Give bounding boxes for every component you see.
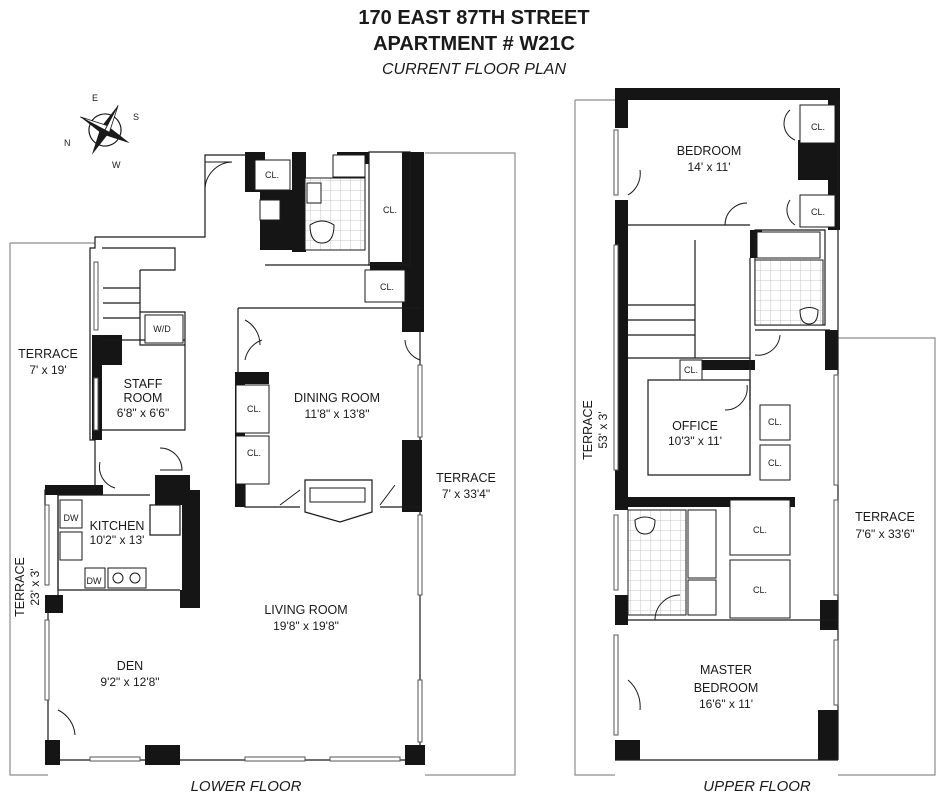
- office-label: OFFICE: [672, 419, 718, 433]
- closet-label: CL.: [247, 448, 261, 458]
- master-bedroom-label: MASTER: [700, 663, 752, 677]
- plan-subtitle: CURRENT FLOOR PLAN: [382, 61, 566, 78]
- den-label: DEN: [117, 659, 143, 673]
- east-terrace-upper-dims: 7'6" x 33'6": [855, 527, 914, 541]
- east-terrace-dims: 7' x 33'4": [442, 487, 490, 501]
- dining-room-dims: 11'8" x 13'8": [305, 407, 370, 421]
- terrace-west-outline: [9, 243, 48, 776]
- west-terrace-upper-dims: 53' x 3': [596, 411, 610, 448]
- dining-room-label: DINING ROOM: [294, 391, 380, 405]
- living-room-label: LIVING ROOM: [264, 603, 347, 617]
- south-terrace-label: TERRACE: [13, 557, 27, 617]
- washer-dryer-label: W/D: [153, 324, 171, 334]
- dishwasher-label-2: DW: [87, 576, 102, 586]
- west-terrace-upper-label: TERRACE: [581, 400, 595, 460]
- closet-label: CL.: [684, 365, 698, 375]
- upper-floor-plan: BEDROOM 14' x 11' TERRACE 53' x 3' OFFIC…: [574, 88, 936, 795]
- den-dims: 9'2" x 12'8": [100, 675, 159, 689]
- compass-rose-icon: [80, 105, 130, 155]
- plan-header: 170 EAST 87TH STREET APARTMENT # W21C CU…: [358, 7, 589, 78]
- staff-room-dims: 6'8" x 6'6": [117, 406, 169, 420]
- bedroom-label: BEDROOM: [677, 144, 742, 158]
- kitchen-dims: 10'2" x 13': [90, 533, 145, 547]
- east-terrace-label: TERRACE: [436, 471, 496, 485]
- compass-n: N: [64, 138, 71, 148]
- east-terrace-upper-label: TERRACE: [855, 510, 915, 524]
- staff-room-label-2: ROOM: [124, 391, 163, 405]
- compass-e: E: [92, 93, 98, 103]
- master-bedroom-label-2: BEDROOM: [694, 681, 759, 695]
- address-title: 170 EAST 87TH STREET: [358, 7, 589, 29]
- upper-floor-label: UPPER FLOOR: [703, 778, 811, 795]
- lower-floor-label: LOWER FLOOR: [191, 778, 302, 795]
- terrace-label: TERRACE: [18, 347, 78, 361]
- dishwasher-label: DW: [64, 513, 79, 523]
- lower-floor-plan: TERRACE 7' x 19' STAFF ROOM 6'8" x 6'6" …: [9, 151, 516, 795]
- closet-label: CL.: [768, 458, 782, 468]
- closet-label: CL.: [811, 122, 825, 132]
- closet-label: CL.: [383, 205, 397, 215]
- closet-label: CL.: [247, 404, 261, 414]
- closet-label: CL.: [753, 525, 767, 535]
- master-bedroom-dims: 16'6" x 11': [699, 697, 753, 711]
- staff-room-label: STAFF: [124, 377, 163, 391]
- compass-s: S: [133, 112, 139, 122]
- compass-w: W: [112, 160, 121, 170]
- closet-label: CL.: [265, 170, 279, 180]
- terrace-east-outline: [425, 152, 516, 776]
- closet-label: CL.: [380, 282, 394, 292]
- apartment-title: APARTMENT # W21C: [373, 33, 575, 55]
- living-room-dims: 19'8" x 19'8": [273, 619, 339, 633]
- kitchen-label: KITCHEN: [90, 519, 145, 533]
- terrace-east-upper-outline: [838, 337, 936, 776]
- bedroom-dims: 14' x 11': [687, 160, 730, 174]
- terrace-west-upper-outline: [574, 99, 615, 776]
- office-dims: 10'3" x 11': [668, 434, 722, 448]
- closet-label: CL.: [768, 417, 782, 427]
- closet-label: CL.: [811, 207, 825, 217]
- closet-label: CL.: [753, 585, 767, 595]
- south-terrace-dims: 23' x 3': [28, 568, 42, 605]
- terrace-dims: 7' x 19': [29, 363, 66, 377]
